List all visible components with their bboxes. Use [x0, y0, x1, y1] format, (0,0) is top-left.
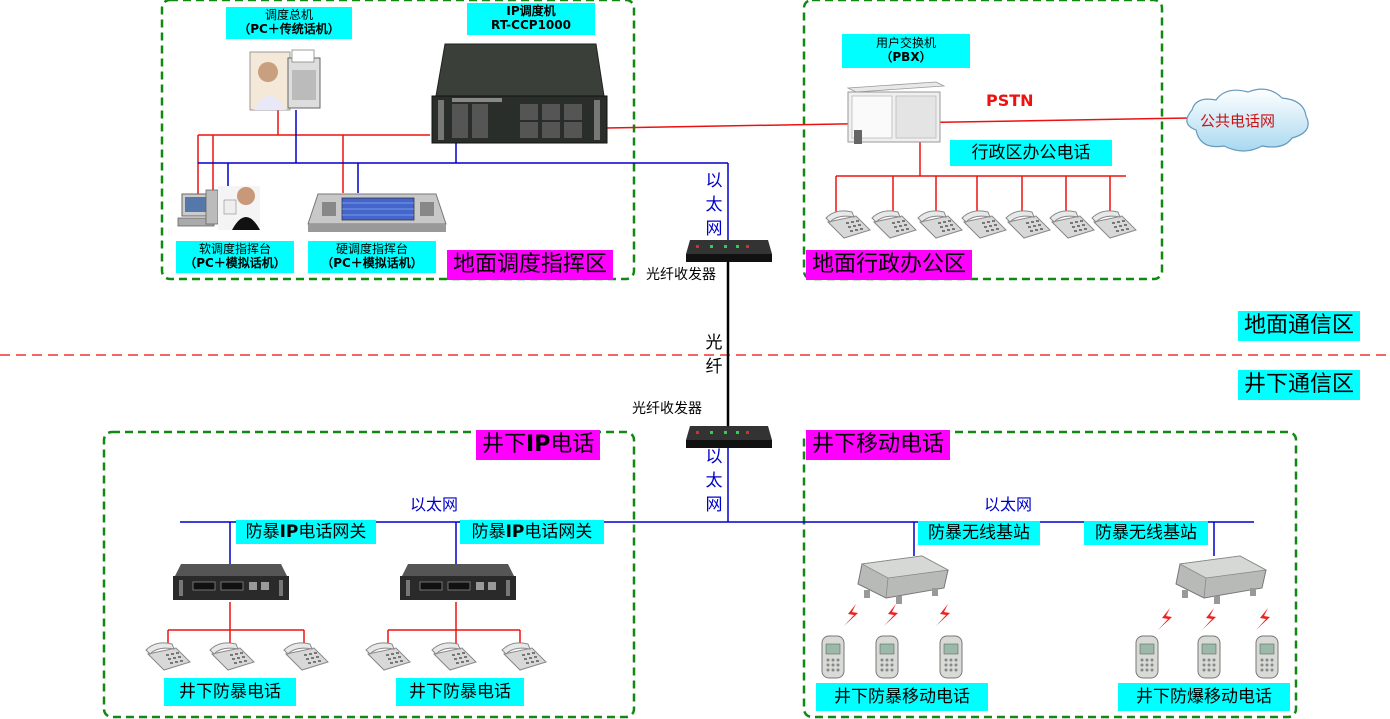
ethernet-char: 太: [705, 471, 723, 491]
ip-phone: [145, 642, 191, 671]
gateway-suffix: 电话网关: [298, 522, 367, 542]
ip-phone-zone-label: 井下IP电话: [476, 430, 601, 460]
fiber-transceiver-top-label: 光纤收发器: [646, 267, 716, 283]
wireless-bolt: [1256, 608, 1270, 630]
admin-phone: [1005, 210, 1051, 239]
soft-console-label: 软调度指挥台 （PC＋模拟话机）: [176, 241, 294, 273]
mobile-phone: [875, 635, 899, 679]
mobile-group-1-label: 井下防暴移动电话: [816, 683, 988, 711]
admin-phone: [871, 210, 917, 239]
hard-console-device: [307, 193, 447, 232]
admin-phone: [961, 210, 1007, 239]
mobile-phone: [1197, 635, 1221, 679]
pbx-label-line1: 用户交换机: [875, 36, 936, 50]
ip-gateway-label: 防暴IP电话网关: [460, 520, 604, 544]
ethernet-char: 以: [705, 171, 723, 191]
admin-phone: [917, 210, 963, 239]
ethernet-right-label: 以太网: [984, 495, 1033, 514]
wireless-bolt: [1158, 608, 1172, 630]
pstn-label: PSTN: [986, 91, 1034, 110]
mobile-zone-border: [802, 430, 1298, 719]
ethernet-char: 网: [705, 219, 723, 239]
ip-dispatcher-device: [431, 43, 608, 144]
mobile-phone: [1135, 635, 1159, 679]
dispatch-master-label-line2: （PC＋传统话机）: [238, 21, 340, 36]
ip-phone-zone-bold: IP: [526, 432, 551, 457]
ethernet-left-label: 以太网: [410, 495, 459, 514]
ip-gateway-device: [399, 563, 517, 601]
fiber-char: 纤: [705, 357, 723, 377]
ethernet-char: 以: [705, 447, 723, 467]
hard-console-label: 硬调度指挥台 （PC＋模拟话机）: [308, 241, 436, 273]
ip-phone: [365, 642, 411, 671]
gateway-bold: IP: [505, 522, 525, 542]
hard-console-label-line1: 硬调度指挥台: [335, 242, 408, 256]
base-station-label: 防暴无线基站: [918, 521, 1040, 545]
soft-console-device: [177, 186, 260, 230]
ip-phone: [501, 642, 547, 671]
ip-dispatcher-label-line2: RT-CCP1000: [491, 17, 571, 32]
ethernet-char: 网: [705, 495, 723, 515]
fiber-char: 光: [705, 333, 723, 353]
dispatch-zone-border: [160, 0, 636, 281]
admin-phones-label: 行政区办公电话: [950, 140, 1112, 166]
ip-phone: [283, 642, 329, 671]
base-station-label: 防暴无线基站: [1084, 521, 1208, 545]
gateway-prefix: 防暴: [245, 522, 280, 542]
ip-phone-group-label: 井下防暴电话: [396, 678, 524, 706]
fiber-transceiver-bottom-device: [686, 426, 772, 448]
dispatch-zone-label: 地面调度指挥区: [447, 250, 614, 280]
ip-dispatcher-label-line1: IP调度机: [506, 4, 556, 18]
wireless-bolt: [936, 604, 950, 626]
admin-zone-border: [802, 0, 1164, 281]
ip-phone-group-label: 井下防暴电话: [164, 678, 296, 706]
wireless-bolt: [844, 604, 858, 626]
ip-phone: [431, 642, 477, 671]
dispatch-master-label-line1: 调度总机: [264, 8, 313, 22]
gateway-prefix: 防暴: [471, 522, 506, 542]
fiber-transceiver-bottom-label: 光纤收发器: [632, 401, 702, 417]
admin-phone: [1049, 210, 1095, 239]
mobile-zone-label: 井下移动电话: [806, 430, 951, 460]
ip-phone: [209, 642, 255, 671]
gateway-bold: IP: [279, 522, 299, 542]
admin-phone: [1091, 210, 1137, 239]
fiber-transceiver-top-device: [686, 240, 772, 262]
base-station-device: [857, 555, 949, 605]
hard-console-label-line2: （PC＋模拟话机）: [321, 255, 423, 270]
mobile-phone: [1255, 635, 1279, 679]
ip-phone-zone-prefix: 井下: [482, 432, 527, 457]
pbx-label: 用户交换机 （PBX）: [842, 34, 970, 68]
pbx-device: [846, 81, 946, 144]
surface-area-label: 地面通信区: [1238, 311, 1361, 341]
soft-console-label-line2: （PC＋模拟话机）: [184, 255, 286, 270]
mobile-phone: [821, 635, 845, 679]
admin-phone: [825, 210, 871, 239]
admin-zone-label: 地面行政办公区: [806, 250, 973, 280]
mobile-group-2-label: 井下防爆移动电话: [1118, 683, 1290, 711]
ip-gateway-device: [172, 563, 290, 601]
ip-phone-zone-suffix: 电话: [550, 432, 595, 457]
base-station-device: [1175, 555, 1267, 605]
public-network-label: 公共电话网: [1200, 112, 1276, 130]
wireless-bolt: [1202, 608, 1216, 630]
mobile-phone: [939, 635, 963, 679]
underground-area-label: 井下通信区: [1238, 370, 1361, 400]
gateway-suffix: 电话网关: [524, 522, 593, 542]
ip-gateway-label: 防暴IP电话网关: [236, 520, 376, 544]
soft-console-label-line1: 软调度指挥台: [198, 242, 271, 256]
dispatch-master-device: [249, 49, 321, 111]
ip-dispatcher-label: IP调度机 RT-CCP1000: [467, 3, 595, 35]
ethernet-char: 太: [705, 195, 723, 215]
dispatch-master-label: 调度总机 （PC＋传统话机）: [226, 7, 352, 39]
public-network-cloud: [1186, 88, 1309, 152]
pbx-label-line2: （PBX）: [880, 49, 932, 64]
wireless-bolt: [884, 604, 898, 626]
